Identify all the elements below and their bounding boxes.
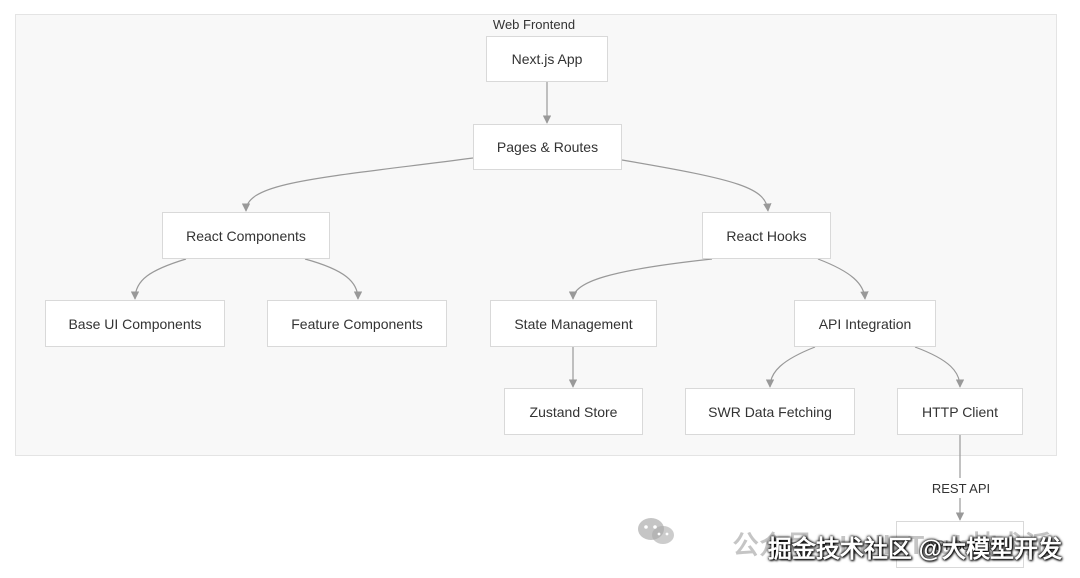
node-react-hooks: React Hooks	[702, 212, 831, 259]
edge-components-base	[130, 258, 187, 300]
edge-api-swr	[765, 346, 816, 388]
node-react-components: React Components	[162, 212, 330, 259]
node-state-management: State Management	[490, 300, 657, 347]
edge-hooks-api	[817, 258, 869, 300]
edge-label-rest-api: REST API	[923, 478, 999, 498]
edge-api-http	[914, 346, 965, 388]
node-base-ui-components: Base UI Components	[45, 300, 225, 347]
watermark-line2: 掘金技术社区 @大模型开发	[767, 536, 1062, 563]
watermark-line1: 公众号 · HelloTech技术派	[732, 530, 1052, 560]
group-title: Web Frontend	[492, 17, 576, 32]
node-api-integration: API Integration	[794, 300, 936, 347]
edge-pages-hooks	[621, 159, 772, 212]
edge-components-feature	[304, 258, 363, 300]
edge-pages-components	[241, 157, 474, 212]
wechat-icon	[638, 518, 674, 544]
edge-hooks-state	[568, 258, 713, 300]
node-pages-routes: Pages & Routes	[473, 124, 622, 170]
node-swr-data-fetching: SWR Data Fetching	[685, 388, 855, 435]
node-http-client: HTTP Client	[897, 388, 1023, 435]
node-nextjs-app: Next.js App	[486, 36, 608, 82]
node-feature-components: Feature Components	[267, 300, 447, 347]
node-zustand-store: Zustand Store	[504, 388, 643, 435]
node-api-server: API Server	[896, 521, 1024, 568]
